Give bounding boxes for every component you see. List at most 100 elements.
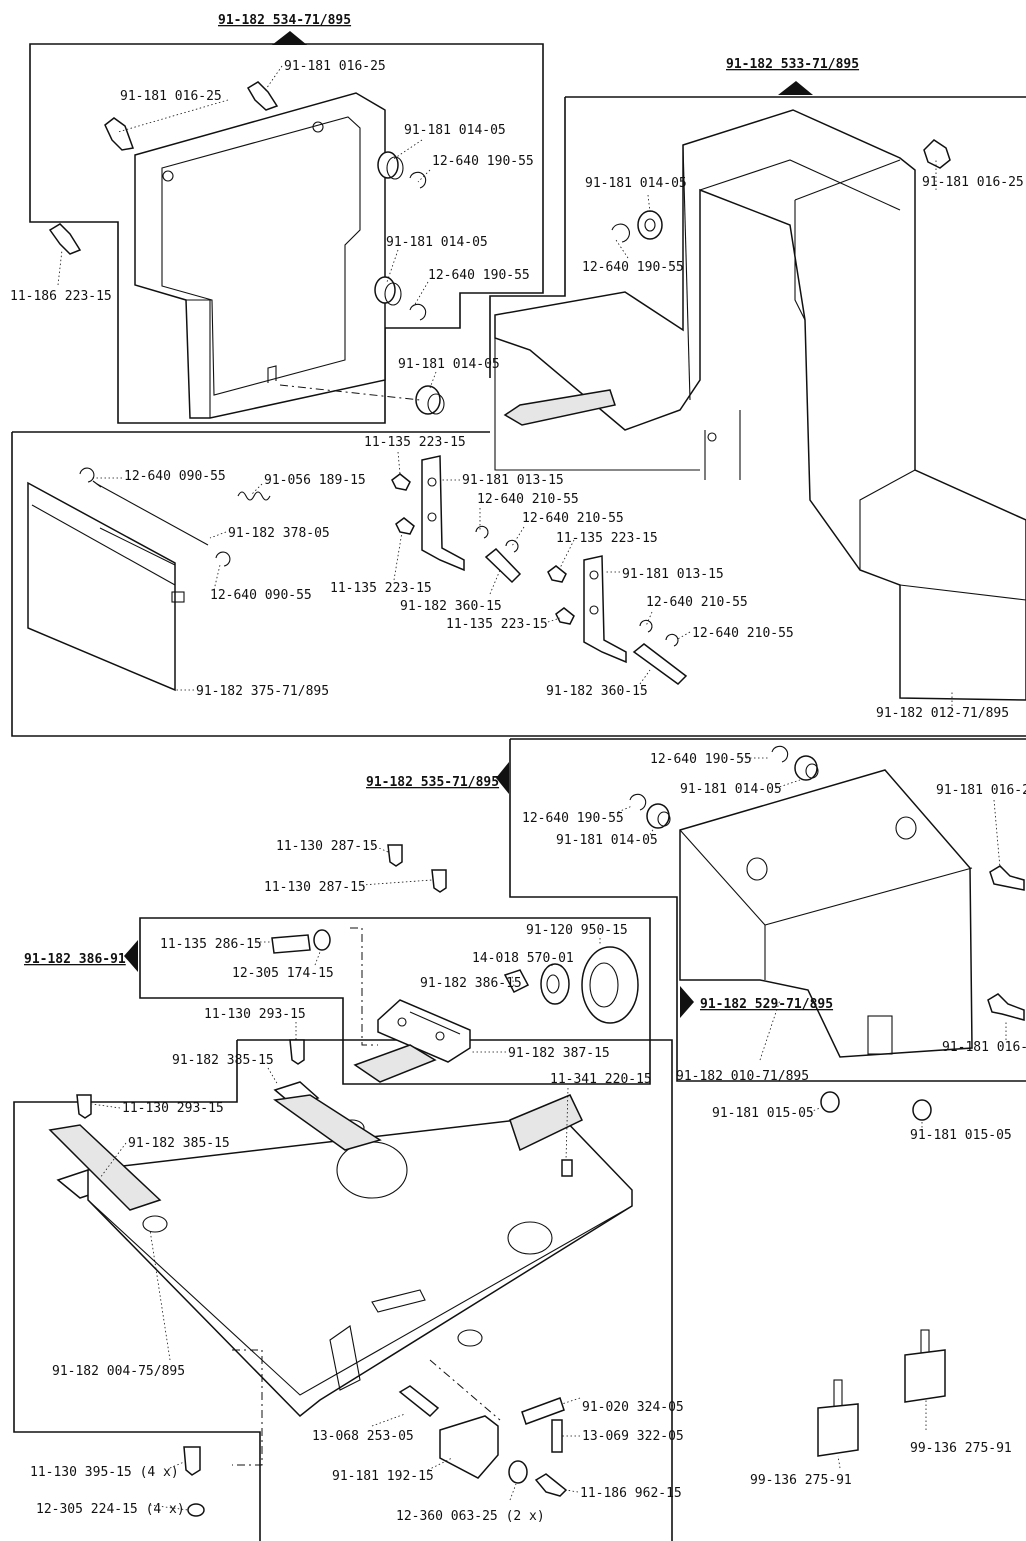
part-number-label: 11-135 286-15: [160, 937, 262, 952]
assembly-label-386: 91-182 386-91: [24, 952, 126, 967]
part-number-label: 91-181 014-05: [556, 833, 658, 848]
spring-part: [237, 491, 271, 501]
spacer-part: [646, 803, 671, 829]
e-ring-part: [475, 525, 489, 539]
part-number-label: 12-640 210-55: [692, 626, 794, 641]
screw-part: [555, 607, 575, 625]
centre-line: [350, 927, 378, 1046]
part-number-label: 11-186 223-15: [10, 289, 112, 304]
part-number-label: 12-640 190-55: [582, 260, 684, 275]
e-ring-part: [629, 793, 647, 811]
spacer-part: [374, 276, 402, 306]
socket-screw-part: [183, 1446, 201, 1476]
socket-screw-part: [431, 869, 447, 893]
rear-cover-part: [679, 769, 973, 1058]
upper-cover-part: [134, 92, 386, 419]
part-number-label: 13-068 253-05: [312, 1429, 414, 1444]
part-number-label: 11-186 962-15: [580, 1486, 682, 1501]
assembly-label-529: 91-182 529-71/895: [700, 997, 833, 1012]
part-number-label: 91-181 016-25: [922, 175, 1024, 190]
screw-part: [534, 1473, 568, 1497]
screw-part: [547, 565, 567, 583]
hinge-bracket-part: [583, 555, 627, 664]
part-number-label: 91-181 015-05: [712, 1106, 814, 1121]
leader-lines: [57, 65, 1007, 1511]
part-number-label: 12-305 174-15: [232, 966, 334, 981]
e-ring-part: [665, 633, 679, 647]
rubber-foot-part: [817, 1379, 859, 1457]
part-number-label: 91-181 016-2: [936, 783, 1026, 798]
spacer-part: [912, 1099, 932, 1121]
part-number-label: 91-181 014-05: [404, 123, 506, 138]
part-number-label: 99-136 275-91: [910, 1441, 1012, 1456]
part-number-label: 91-182 004-75/895: [52, 1364, 185, 1379]
triangle-marker-535: [496, 762, 509, 794]
part-number-label: 91-120 950-15: [526, 923, 628, 938]
centre-line: [429, 1359, 501, 1421]
part-number-label: 91-181 014-05: [585, 176, 687, 191]
spacer-part: [794, 755, 819, 781]
group-frame-533: [489, 96, 1026, 378]
group-frame-lower-cover: [11, 431, 1026, 737]
flap-cover-part: [27, 480, 209, 692]
e-ring-part: [771, 745, 789, 763]
screw-part: [923, 139, 951, 169]
socket-screw-part: [76, 1094, 92, 1119]
part-number-label: 12-640 190-55: [522, 811, 624, 826]
part-number-label: 91-181 013-15: [462, 473, 564, 488]
spring-part: [521, 1397, 565, 1425]
hinge-pin-part: [632, 643, 688, 685]
spacer-part: [377, 151, 404, 180]
part-number-label: 11-130 287-15: [276, 839, 378, 854]
triangle-marker-533: [778, 81, 813, 95]
roller-part: [581, 946, 639, 1024]
part-number-label: 12-640 090-55: [210, 588, 312, 603]
group-frame-529: [13, 1039, 673, 1541]
part-number-label: 91-182 386-15: [420, 976, 522, 991]
part-number-label: 91-181 014-05: [398, 357, 500, 372]
part-number-label: 12-305 224-15 (4 x): [36, 1502, 185, 1517]
dowel-pin-part: [398, 1385, 440, 1418]
rubber-foot-part: [904, 1329, 946, 1403]
triangle-marker-386: [124, 940, 138, 972]
part-number-label: 91-181 015-05: [910, 1128, 1012, 1143]
centre-line: [279, 384, 421, 401]
part-number-label: 12-640 190-55: [428, 268, 530, 283]
part-number-label: 91-182 012-71/895: [876, 706, 1009, 721]
lever-part: [439, 1415, 499, 1479]
part-number-label: 14-018 570-01: [472, 951, 574, 966]
socket-screw-part: [289, 1039, 305, 1065]
part-number-label: 91-182 385-15: [172, 1053, 274, 1068]
assembly-label-533: 91-182 533-71/895: [726, 57, 859, 72]
part-number-label: 99-136 275-91: [750, 1473, 852, 1488]
part-number-label: 91-181 192-15: [332, 1469, 434, 1484]
screw-part: [246, 81, 279, 111]
washer-part: [313, 929, 331, 951]
screw-part: [104, 117, 135, 151]
triangle-marker-534: [272, 31, 307, 45]
assembly-label-534: 91-182 534-71/895: [218, 13, 351, 28]
part-number-label: 11-130 293-15: [204, 1007, 306, 1022]
e-ring-part: [409, 171, 427, 189]
part-number-label: 91-182 387-15: [508, 1046, 610, 1061]
part-number-label: 11-135 223-15: [330, 581, 432, 596]
e-ring-part: [639, 619, 653, 633]
screw-part: [987, 993, 1025, 1021]
screw-part: [989, 865, 1025, 891]
spacer-part: [637, 210, 663, 240]
group-frame-386: [139, 917, 651, 1085]
part-number-label: 91-182 360-15: [400, 599, 502, 614]
part-number-label: 91-181 016-25: [120, 89, 222, 104]
bearing-part: [540, 963, 570, 1005]
part-number-label: 91-020 324-05: [582, 1400, 684, 1415]
part-number-label: 11-130 293-15: [122, 1101, 224, 1116]
part-number-label: 12-640 210-55: [522, 511, 624, 526]
part-number-label: 11-130 287-15: [264, 880, 366, 895]
part-number-label: 11-341 220-15: [550, 1072, 652, 1087]
part-number-label: 12-640 210-55: [477, 492, 579, 507]
part-number-label: 12-640 190-55: [432, 154, 534, 169]
washer-part: [187, 1503, 205, 1517]
part-number-label: 91-181 013-15: [622, 567, 724, 582]
part-number-label: 11-130 395-15 (4 x): [30, 1465, 179, 1480]
